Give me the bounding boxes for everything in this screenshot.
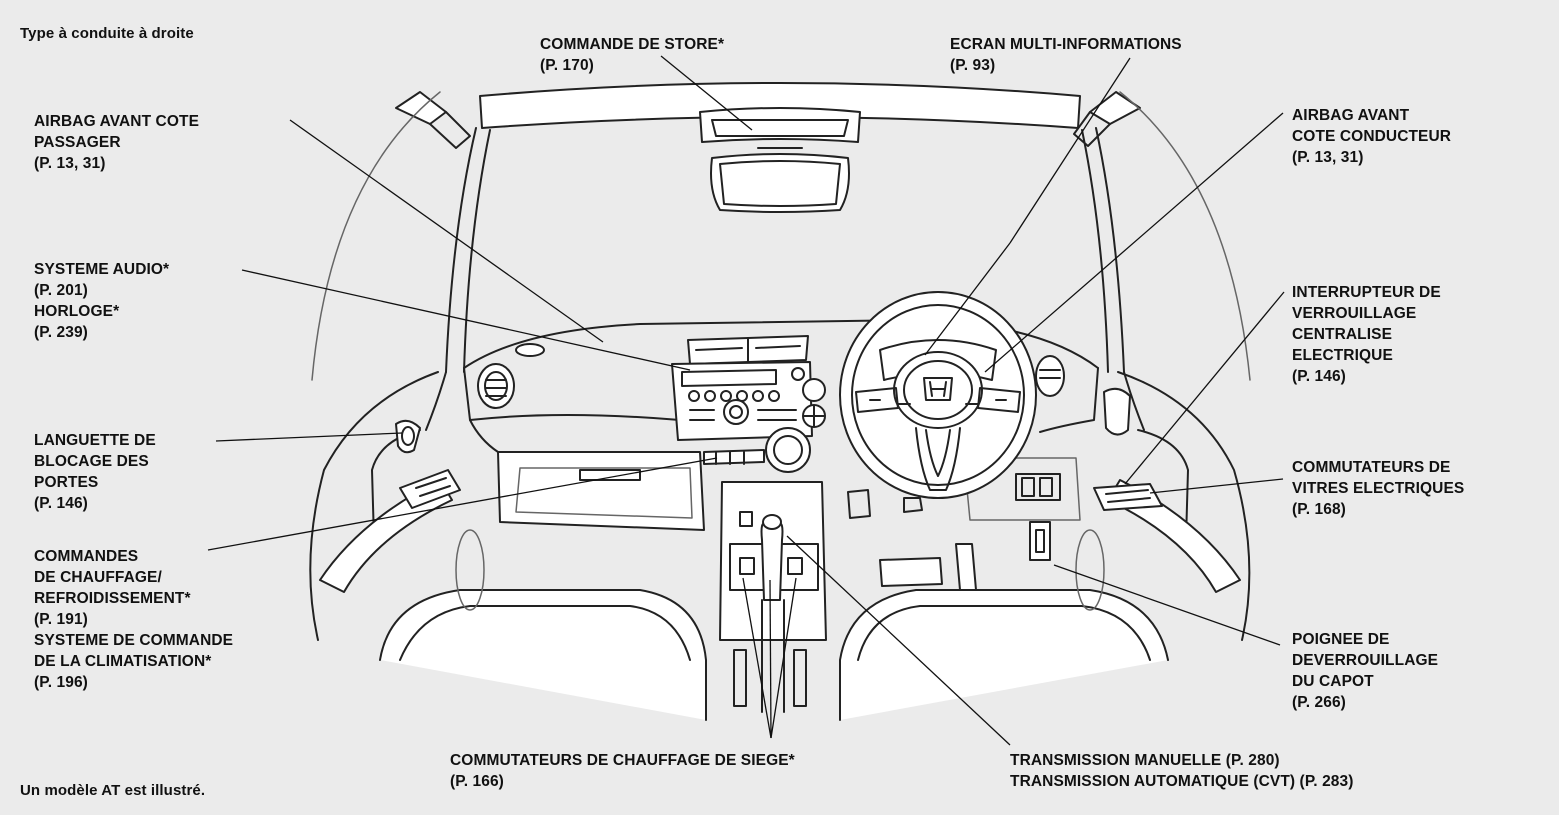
header-note: Type à conduite à droite xyxy=(20,25,194,42)
leader-power-windows xyxy=(1149,478,1284,494)
center-console xyxy=(719,481,827,713)
callout-multi-info-display: ECRAN MULTI-INFORMATIONS (P. 93) xyxy=(950,34,1182,76)
callout-airbag-passenger: AIRBAG AVANT COTE PASSAGER (P. 13, 31) xyxy=(34,111,199,174)
leader-lock-tab xyxy=(215,432,403,442)
callout-line: TRANSMISSION MANUELLE (P. 280) xyxy=(1010,752,1280,769)
door-trims xyxy=(319,387,1241,593)
callout-line: (P. 191) xyxy=(34,611,88,628)
roof-frame xyxy=(479,82,1081,213)
callout-line: (P. 239) xyxy=(34,324,88,341)
callout-line: SYSTEME DE COMMANDE xyxy=(34,632,234,649)
callout-line: CENTRALISE xyxy=(1292,326,1393,343)
callout-line: TRANSMISSION AUTOMATIQUE (CVT) (P. 283) xyxy=(1010,773,1354,790)
callout-line: ELECTRIQUE xyxy=(1292,347,1393,364)
leader-heating xyxy=(207,457,718,551)
side-vents xyxy=(477,343,1065,409)
callout-line: DEVERROUILLAGE xyxy=(1292,652,1439,669)
leader-sunshade xyxy=(660,55,753,131)
callout-line: PORTES xyxy=(34,474,99,491)
leader-mid-2 xyxy=(924,242,1011,356)
callout-line: (P. 146) xyxy=(34,495,88,512)
callout-heating-cooling: COMMANDES DE CHAUFFAGE/ REFROIDISSEMENT*… xyxy=(34,546,233,693)
callout-line: (P. 93) xyxy=(950,57,996,74)
callout-line: HORLOGE* xyxy=(34,303,120,320)
pedals xyxy=(847,489,977,591)
callout-line: PASSAGER xyxy=(34,134,121,151)
callout-line: (P. 13, 31) xyxy=(1292,149,1364,166)
callout-line: (P. 168) xyxy=(1292,501,1346,518)
leader-audio xyxy=(241,269,691,371)
callout-door-lock-tab: LANGUETTE DE BLOCAGE DES PORTES (P. 146) xyxy=(34,430,156,514)
callout-seat-heaters: COMMUTATEURS DE CHAUFFAGE DE SIEGE* (P. … xyxy=(450,750,795,792)
callout-audio-clock: SYSTEME AUDIO* (P. 201) HORLOGE* (P. 239… xyxy=(34,259,169,343)
callout-line: POIGNEE DE xyxy=(1292,631,1390,648)
callout-line: (P. 166) xyxy=(450,773,504,790)
dashboard xyxy=(463,319,1099,531)
callout-sunshade: COMMANDE DE STORE* (P. 170) xyxy=(540,34,724,76)
leader-power-lock xyxy=(1124,291,1285,485)
callout-line: AIRBAG AVANT COTE xyxy=(34,113,200,130)
callout-line: COMMUTATEURS DE xyxy=(1292,459,1451,476)
callout-line: INTERRUPTEUR DE xyxy=(1292,284,1441,301)
callout-line: BLOCAGE DES xyxy=(34,453,149,470)
seats xyxy=(379,529,1169,721)
callout-line: COMMUTATEURS DE CHAUFFAGE DE SIEGE* xyxy=(450,752,795,769)
leader-hood-release xyxy=(1053,564,1281,646)
callout-line: ECRAN MULTI-INFORMATIONS xyxy=(950,36,1182,53)
center-stack xyxy=(671,335,826,473)
callout-line: (P. 266) xyxy=(1292,694,1346,711)
callout-line: (P. 146) xyxy=(1292,368,1346,385)
leader-airbag-driver xyxy=(984,112,1284,373)
leader-seat-heater-left xyxy=(742,577,772,739)
callout-line: DE LA CLIMATISATION* xyxy=(34,653,212,670)
callout-line: COMMANDE DE STORE* xyxy=(540,36,725,53)
callout-line: (P. 13, 31) xyxy=(34,155,106,172)
honda-h-logo-icon xyxy=(923,377,953,401)
callout-power-windows: COMMUTATEURS DE VITRES ELECTRIQUES (P. 1… xyxy=(1292,457,1464,520)
a-pillars xyxy=(425,127,1145,431)
callout-airbag-driver: AIRBAG AVANT COTE CONDUCTEUR (P. 13, 31) xyxy=(1292,105,1451,168)
leader-airbag-passenger xyxy=(289,119,604,343)
callout-line: (P. 201) xyxy=(34,282,88,299)
callout-line: COTE CONDUCTEUR xyxy=(1292,128,1452,145)
leader-mid xyxy=(1009,57,1131,244)
footer-note: Un modèle AT est illustré. xyxy=(20,782,206,799)
callout-line: AIRBAG AVANT xyxy=(1292,107,1410,124)
callout-line: VITRES ELECTRIQUES xyxy=(1292,480,1465,497)
callout-line: COMMANDES xyxy=(34,548,139,565)
leader-seat-heater-right xyxy=(770,577,797,739)
callout-line: VERROUILLAGE xyxy=(1292,305,1417,322)
callout-line: (P. 196) xyxy=(34,674,88,691)
callout-hood-release: POIGNEE DE DEVERROUILLAGE DU CAPOT (P. 2… xyxy=(1292,629,1438,713)
leader-transmission xyxy=(786,535,1011,746)
callout-line: DE CHAUFFAGE/ xyxy=(34,569,162,586)
callout-line: (P. 170) xyxy=(540,57,594,74)
leader-seat-heater-mid xyxy=(769,579,772,739)
callout-line: REFROIDISSEMENT* xyxy=(34,590,191,607)
door-frames xyxy=(309,91,1251,641)
callout-line: DU CAPOT xyxy=(1292,673,1374,690)
callout-line: SYSTEME AUDIO* xyxy=(34,261,170,278)
callout-transmission: TRANSMISSION MANUELLE (P. 280) TRANSMISS… xyxy=(1010,750,1354,792)
callout-power-door-lock: INTERRUPTEUR DE VERROUILLAGE CENTRALISE … xyxy=(1292,282,1441,387)
callout-line: LANGUETTE DE xyxy=(34,432,156,449)
